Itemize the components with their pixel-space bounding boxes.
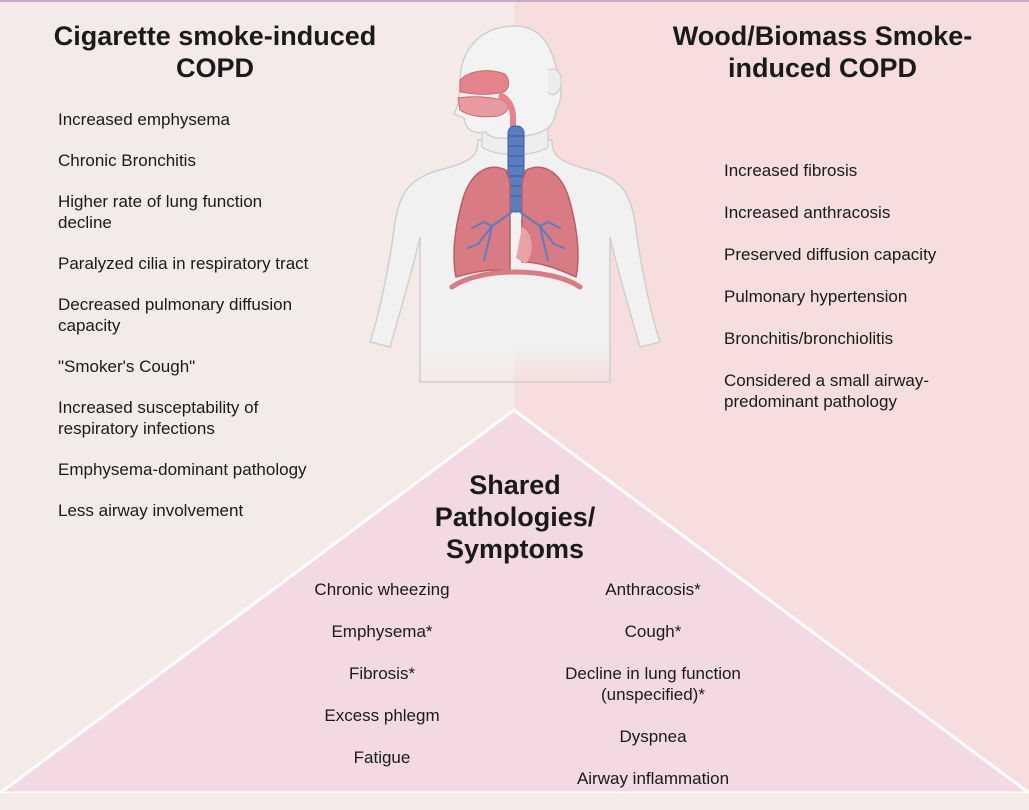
biomass-copd-title: Wood/Biomass Smoke-induced COPD xyxy=(672,21,973,83)
human-respiratory-system-icon xyxy=(369,25,661,383)
list-item: Considered a small airway-predominant pa… xyxy=(724,371,930,411)
cigarette-copd-list: Increased emphysema Chronic Bronchitis H… xyxy=(58,109,318,541)
list-item: Fatigue xyxy=(353,748,411,767)
list-item: Airway inflammation xyxy=(576,769,730,788)
list-item: Increased fibrosis xyxy=(724,161,858,180)
list-item: "Smoker's Cough" xyxy=(58,357,196,376)
list-item: Excess phlegm xyxy=(324,706,440,725)
shared-list-left: Chronic wheezing Emphysema* Fibrosis* Ex… xyxy=(292,579,472,789)
list-item: Cough* xyxy=(624,622,682,641)
shared-triangle xyxy=(0,408,1029,793)
list-item: Emphysema-dominant pathology xyxy=(58,460,307,479)
list-item: Pulmonary hypertension xyxy=(724,287,908,306)
list-item: Increased anthracosis xyxy=(724,203,891,222)
list-item: Increased emphysema xyxy=(58,110,230,129)
list-item: Less airway involvement xyxy=(58,501,244,520)
list-item: Chronic wheezing xyxy=(314,580,450,599)
list-item: Chronic Bronchitis xyxy=(58,151,196,170)
biomass-copd-list: Increased fibrosis Increased anthracosis… xyxy=(724,160,984,433)
list-item: Higher rate of lung function decline xyxy=(58,192,263,232)
cigarette-copd-title: Cigarette smoke-induced COPD xyxy=(53,21,377,83)
list-item: Fibrosis* xyxy=(348,664,416,683)
list-item: Bronchitis/bronchiolitis xyxy=(724,329,894,348)
list-item: Anthracosis* xyxy=(605,580,701,599)
top-border xyxy=(0,0,1029,2)
list-item: Increased susceptability of respiratory … xyxy=(58,398,259,438)
list-item: Decline in lung function (unspecified)* xyxy=(565,664,741,704)
list-item: Dyspnea xyxy=(619,727,687,746)
list-item: Preserved diffusion capacity xyxy=(724,245,937,264)
list-item: Emphysema* xyxy=(331,622,433,641)
list-item: Decreased pulmonary diffusion capacity xyxy=(58,295,293,335)
shared-pathologies-title: Shared Pathologies/ Symptoms xyxy=(434,470,596,564)
shared-list-right: Anthracosis* Cough* Decline in lung func… xyxy=(548,579,758,810)
list-item: Paralyzed cilia in respiratory tract xyxy=(58,254,309,273)
